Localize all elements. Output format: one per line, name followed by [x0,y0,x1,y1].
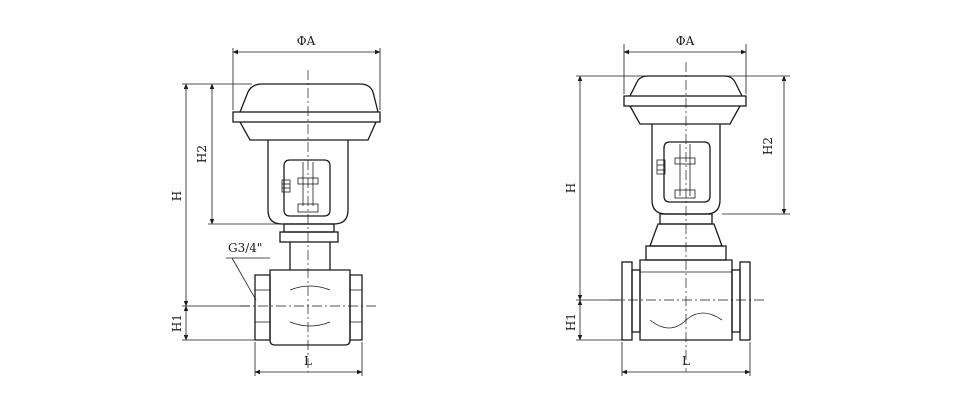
left-H-label: H [170,191,184,201]
left-valve-body [254,269,363,346]
right-dim-H2: H2 [722,75,790,215]
left-H2-label: H2 [195,145,209,163]
right-H1-label: H1 [564,313,578,331]
left-valve-view: ΦA H H2 H1 L [170,34,381,376]
right-dim-H1: H1 [564,299,622,341]
left-phiA-label: ΦA [297,34,316,48]
left-port-callout: G3/4" [226,241,270,301]
left-port-label: G3/4" [228,241,262,255]
right-dim-H: H [564,75,648,301]
right-valve-view: ΦA H H2 H1 L [564,34,790,376]
left-dim-L: L [254,342,363,376]
right-valve-body [621,259,751,341]
right-actuator [623,75,747,125]
right-L-label: L [682,354,690,368]
left-dim-H1: H1 [170,305,255,341]
right-H-label: H [564,183,578,193]
left-L-label: L [304,354,312,368]
left-dim-H2: H2 [195,83,282,225]
left-H1-label: H1 [170,314,184,332]
right-dim-phiA: ΦA [623,34,747,94]
left-dim-H: H [170,83,252,307]
left-actuator [232,83,381,141]
left-dim-phiA: ΦA [232,34,381,110]
right-phiA-label: ΦA [676,34,695,48]
right-H2-label: H2 [761,137,775,155]
right-dim-L: L [621,342,751,376]
left-bonnet [279,223,339,270]
